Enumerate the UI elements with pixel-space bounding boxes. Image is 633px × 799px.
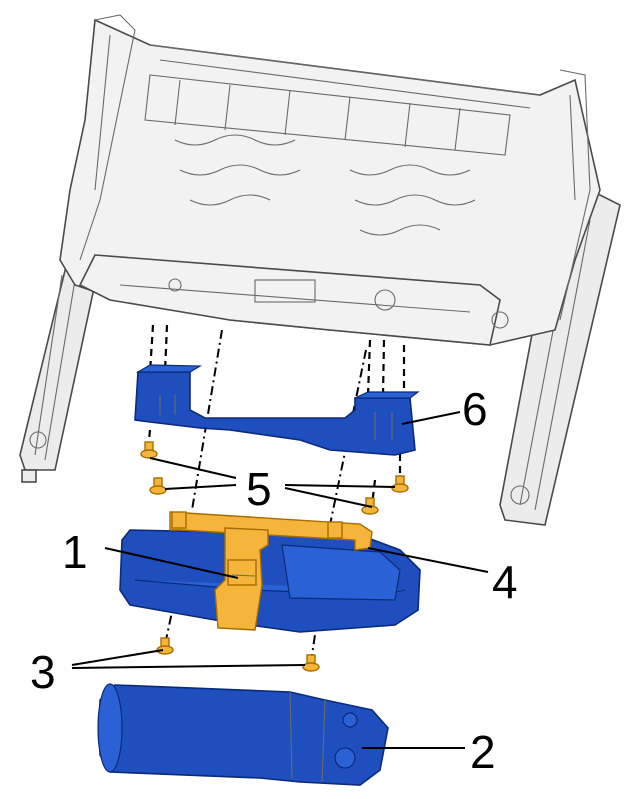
bolt-icon bbox=[149, 477, 167, 495]
callout-6: 6 bbox=[462, 383, 488, 435]
callout-1: 1 bbox=[62, 526, 88, 578]
callout-4: 4 bbox=[492, 556, 518, 608]
seat-frame bbox=[19, 14, 621, 526]
callout-5: 5 bbox=[246, 463, 272, 515]
bolt-icon bbox=[391, 475, 409, 493]
bolt-set-upper bbox=[140, 441, 409, 515]
callout-2: 2 bbox=[470, 726, 496, 778]
mounting-bracket bbox=[134, 364, 420, 456]
bolt-icon bbox=[302, 654, 320, 672]
bolt-icon bbox=[140, 441, 158, 459]
housing-assembly bbox=[119, 511, 421, 633]
cylinder-unit bbox=[97, 683, 389, 786]
callout-3: 3 bbox=[30, 646, 56, 698]
callout-labels: 1 2 3 4 5 6 bbox=[30, 383, 518, 778]
leader-lines bbox=[71, 411, 489, 749]
bolt-set-lower bbox=[156, 637, 320, 672]
